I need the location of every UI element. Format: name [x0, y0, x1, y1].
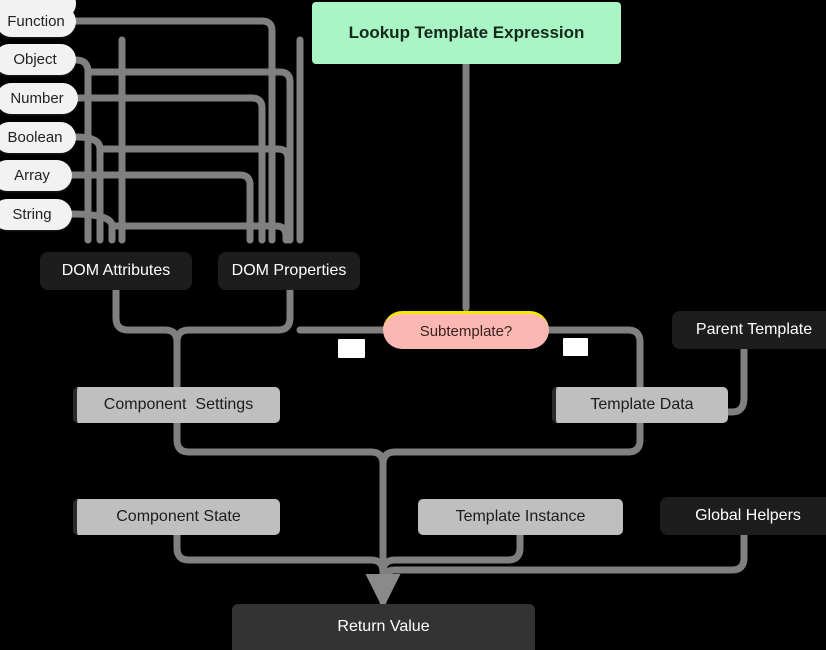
node-parent-template[interactable]: Parent Template [672, 311, 826, 349]
node-return-value[interactable]: Return Value [232, 604, 535, 650]
node-dom-properties[interactable]: DOM Properties [218, 252, 360, 290]
type-pill-number[interactable]: Number [0, 83, 78, 114]
edge-label-left [338, 339, 365, 358]
type-pill-array[interactable]: Array [0, 160, 72, 191]
node-dom-attributes[interactable]: DOM Attributes [40, 252, 192, 290]
edge-label-right [563, 338, 588, 356]
node-lookup-template-expression[interactable]: Lookup Template Expression [312, 2, 621, 64]
node-component-settings[interactable]: Component Settings [73, 387, 280, 423]
node-component-state[interactable]: Component State [73, 499, 280, 535]
node-subtemplate-decision[interactable]: Subtemplate? [383, 311, 549, 349]
node-template-data[interactable]: Template Data [552, 387, 728, 423]
type-pill-function[interactable]: Function [0, 6, 76, 37]
node-template-instance[interactable]: Template Instance [418, 499, 623, 535]
type-pill-boolean[interactable]: Boolean [0, 122, 76, 153]
type-pill-string[interactable]: String [0, 199, 72, 230]
type-pill-object[interactable]: Object [0, 44, 76, 75]
node-global-helpers[interactable]: Global Helpers [660, 497, 826, 535]
